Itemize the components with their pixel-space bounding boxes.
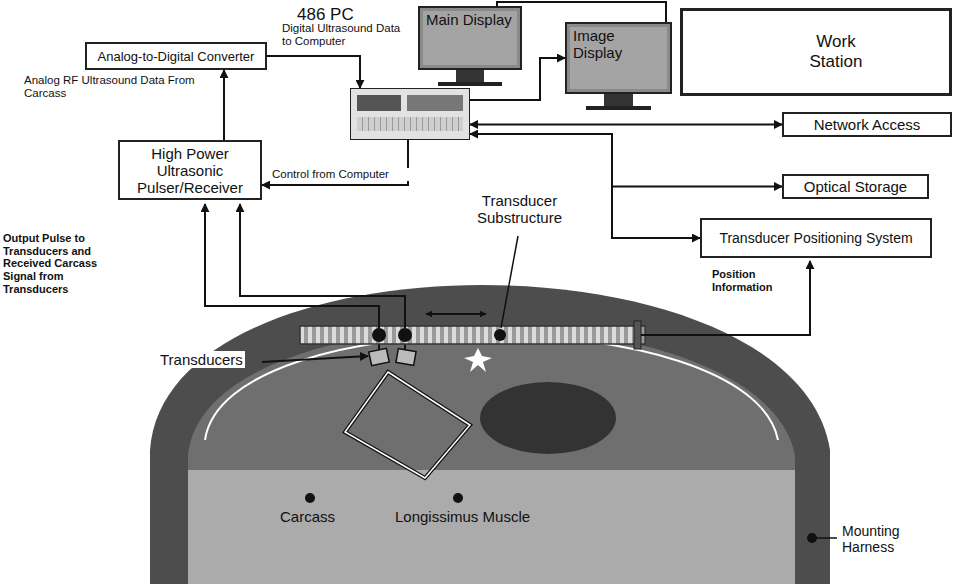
- node-text: High Power Ultrasonic Pulser/Receiver: [125, 145, 255, 196]
- display-monitor: Image Display: [565, 22, 672, 94]
- motion-arrow: [426, 313, 486, 315]
- computer: 486 PC: [350, 88, 470, 140]
- node-text: Analog-to-Digital Converter: [92, 49, 260, 64]
- longissimus-muscle: [480, 382, 616, 454]
- transducer-rail: [300, 326, 645, 344]
- pulser-box: High Power Ultrasonic Pulser/Receiver: [118, 140, 262, 200]
- leader-dot: [494, 329, 506, 341]
- carcass-body: [188, 328, 795, 584]
- spine: [464, 348, 492, 372]
- signal-note: Position Information: [712, 268, 797, 293]
- leader-line: [501, 236, 518, 328]
- display-monitor: Main Display: [418, 6, 522, 70]
- connector-arrow: [262, 140, 408, 185]
- signal-wire: [240, 204, 405, 328]
- mounting-harness: [150, 285, 830, 584]
- connector-arrow: [497, 2, 666, 22]
- part-label: Mounting Harness: [842, 523, 942, 555]
- workstation-box: Work Station: [680, 8, 952, 96]
- leader-line: [812, 537, 837, 539]
- part-label: Transducer Substructure: [452, 192, 587, 227]
- ultrasound-beam: [345, 372, 470, 478]
- position-wire: [641, 261, 810, 335]
- carcass-lower: [188, 470, 795, 584]
- node-text: Network Access: [789, 116, 945, 133]
- edge-label: Digital Ultrasound Data to Computer: [280, 22, 409, 48]
- transducer: [396, 349, 416, 366]
- process-box: Network Access: [782, 112, 952, 137]
- transducer-carriage: [398, 328, 412, 342]
- signal-wire: [205, 204, 379, 328]
- part-label: Transducers: [158, 351, 245, 368]
- connector-arrow: [267, 56, 360, 88]
- node-text: Image Display: [573, 27, 664, 61]
- leader-arrow: [262, 356, 368, 362]
- position-sensor: [634, 321, 641, 349]
- process-box: Optical Storage: [782, 174, 929, 199]
- leader-dot: [305, 493, 315, 503]
- transducer: [369, 348, 390, 365]
- part-label: Carcass: [280, 508, 335, 525]
- connector-arrow: [470, 124, 782, 126]
- edge-label: Control from Computer: [270, 168, 409, 181]
- node-text: Work Station: [791, 32, 881, 72]
- node-text: Transducer Positioning System: [707, 230, 925, 246]
- connector-arrow: [223, 70, 225, 140]
- node-text: Optical Storage: [789, 178, 922, 195]
- connector-arrow: [470, 134, 782, 187]
- process-box: Transducer Positioning System: [700, 218, 932, 258]
- ultrasound-beam: [345, 372, 470, 478]
- converter-box: Analog-to-Digital Converter: [85, 42, 267, 70]
- signal-note: Output Pulse to Transducers and Received…: [3, 232, 131, 295]
- node-text: Main Display: [426, 11, 514, 28]
- leader-dot: [453, 493, 463, 503]
- edge-label: Analog RF Ultrasound Data From Carcass: [22, 74, 216, 100]
- transducer-carriage: [372, 328, 386, 342]
- part-label: Longissimus Muscle: [395, 508, 530, 525]
